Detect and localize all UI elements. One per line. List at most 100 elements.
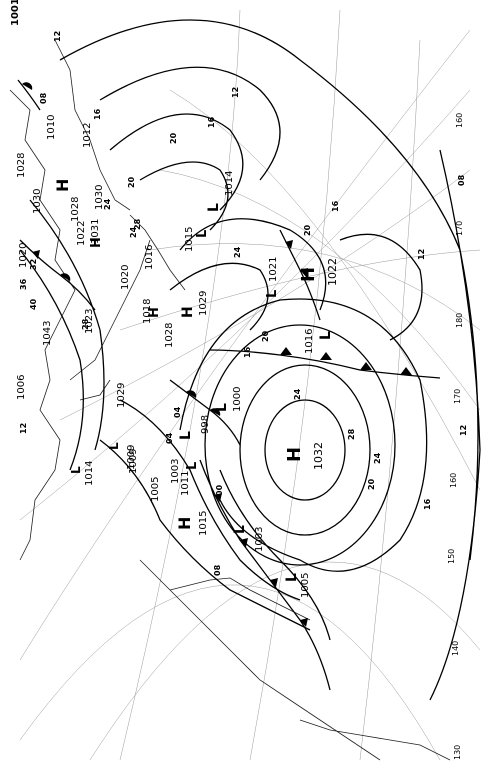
low-symbol: L [206, 203, 222, 212]
isobar-1028 [264, 399, 346, 501]
pressure-value: 1020 [18, 243, 29, 268]
low-center: L 1011 [180, 462, 200, 496]
isobars [19, 19, 481, 701]
kamchatka-coast [54, 39, 131, 211]
longitude-label: 170 [455, 221, 464, 236]
isobar-west-2 [29, 199, 105, 451]
nw-america-coast [299, 719, 451, 761]
isobar-1024 [239, 364, 371, 536]
pressure-value: 1018 [142, 299, 153, 324]
kurils [129, 214, 186, 291]
isobar-label: 16 [331, 200, 340, 212]
high-center: H 1022 [298, 258, 339, 286]
low-pressure: 1016 [304, 329, 315, 354]
low-pressure: 1014 [84, 461, 95, 486]
high-pressure: 1030 [32, 189, 43, 214]
isobar-outer-ne [429, 149, 481, 701]
front-3-semicircles [186, 390, 221, 416]
isobar-label: 08 [213, 564, 222, 576]
high-center: H 1029 [180, 291, 209, 318]
front-6 [17, 79, 41, 111]
low-symbol: L [318, 331, 334, 340]
isobar-ring-3 [339, 233, 423, 341]
low-center: L 1021 [265, 257, 280, 298]
pressure-value: 1016 [144, 245, 155, 270]
isobar-label: 32 [29, 259, 38, 270]
high-pressure: 1029 [198, 291, 209, 316]
corner-label: 1001 [10, 0, 21, 26]
isobar-label: 08 [457, 174, 466, 186]
high-symbol: H [147, 307, 162, 318]
high-pressure: 1022 [326, 258, 339, 286]
low-center: L 1015 [184, 227, 210, 252]
isobar-label: 08 [39, 92, 48, 104]
isobar-label: 24 [293, 388, 302, 400]
low-pressure: 1014 [224, 171, 235, 196]
pressure-value: 1020 [120, 265, 131, 290]
high-symbol: H [298, 267, 319, 282]
high-pressure: 1028 [164, 323, 175, 348]
isobar-label: 04 [173, 406, 182, 418]
isobar-label: 12 [53, 31, 62, 42]
low-pressure: 1021 [268, 257, 279, 282]
high-symbol: H [284, 447, 305, 462]
isobar-1020-b [139, 161, 229, 231]
isobar-label: 28 [81, 318, 90, 330]
low-pressure: 1011 [180, 471, 191, 496]
low-symbol: L [107, 442, 121, 450]
isobar-label: 04 [165, 432, 174, 444]
longitude-label: 180 [455, 313, 464, 328]
isobar-labels: 12 16 20 24 28 32 36 40 08 04 12 16 20 2… [19, 31, 468, 576]
low-pressure: 1003 [254, 527, 265, 552]
isobar-1012-b [99, 66, 281, 181]
longitude-labels: 160 170 180 170 160 150 140 130 [447, 113, 464, 760]
high-symbol: H [53, 179, 72, 192]
isobar-label: 28 [133, 218, 142, 230]
pressure-value: 1012 [82, 123, 93, 148]
front-2 [199, 459, 331, 691]
low-symbol: L [195, 230, 210, 238]
low-center: L 1005 [284, 573, 311, 598]
high-symbol: H [175, 517, 194, 530]
low-pressure: 998 [200, 415, 211, 434]
alaska-coast [139, 559, 381, 761]
isobar-south-1 [119, 399, 301, 601]
low-center: L 1014 [206, 171, 235, 212]
low-center: L 1009 [107, 442, 137, 470]
high-pressure: 1031 [90, 219, 101, 244]
low-symbol: L [214, 403, 230, 412]
pressure-value: 1028 [70, 197, 81, 222]
isobar-label: 20 [303, 224, 312, 236]
aleutians [169, 577, 311, 621]
isobar-west-1 [19, 249, 84, 471]
high-pressure: 1015 [198, 511, 209, 536]
isobar-label: 40 [29, 298, 38, 310]
isobar-label: 20 [127, 176, 136, 188]
longitude-label: 160 [449, 473, 458, 488]
isobar-label: 12 [19, 423, 28, 434]
low-symbol: L [265, 290, 280, 298]
front-6-marks [22, 82, 33, 90]
japan-islands [69, 239, 151, 401]
fronts [17, 79, 441, 691]
high-centers: H 1032 H 1022 H 1015 H 1029 H 1028 H 103… [32, 179, 339, 536]
low-symbol: L [69, 466, 83, 474]
high-center: H 1028 [147, 307, 175, 348]
isobar-label: 20 [261, 330, 270, 342]
pressure-value: 1003 [170, 459, 181, 484]
isobar-label: 12 [417, 249, 426, 260]
pressure-value: 1006 [16, 375, 27, 400]
high-center: H 1030 [32, 179, 72, 214]
low-pressure: 1015 [184, 227, 195, 252]
high-center: H 1031 [89, 219, 104, 248]
high-symbol: H [180, 306, 196, 318]
pressure-value: 1028 [16, 153, 27, 178]
low-pressure: 1000 [232, 387, 243, 412]
high-center: H 1015 [175, 511, 209, 536]
isobar-south-2 [99, 439, 311, 631]
isobar-label: 36 [19, 278, 28, 290]
low-symbol: L [185, 462, 200, 470]
pressure-value: 1043 [42, 321, 53, 346]
